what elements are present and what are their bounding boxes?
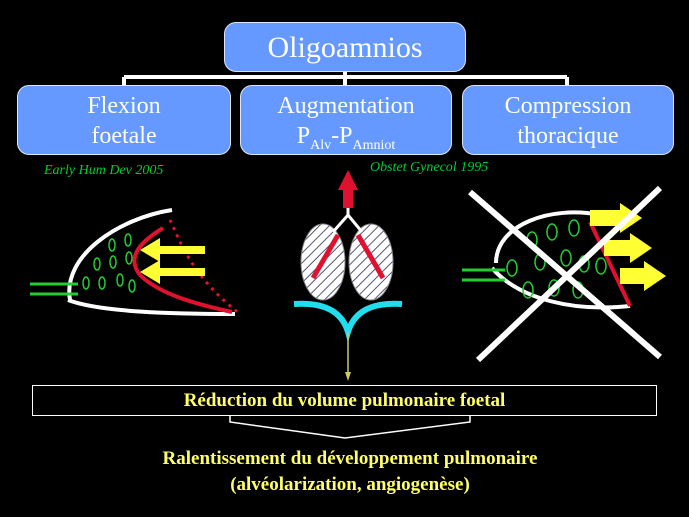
reference-left: Early Hum Dev 2005: [44, 163, 164, 178]
reference-center: Obstet Gynecol 1995: [370, 160, 489, 175]
cause-box-pressure: Augmentation PAlv-PAmniot: [240, 85, 452, 155]
p-alv-sub: Alv: [310, 137, 332, 153]
p-amniot: P: [339, 123, 353, 149]
lungs-diagram: [293, 170, 403, 381]
result-text: Réduction du volume pulmonaire foetal: [183, 390, 506, 411]
cause-compression-line1: Compression: [504, 93, 632, 119]
cause-compression-line2: thoracique: [517, 123, 619, 149]
title: Oligoamnios: [267, 31, 423, 64]
cause-flexion-line2: foetale: [91, 123, 157, 149]
compression-diagram: [462, 185, 666, 363]
p-amniot-sub: Amniot: [352, 137, 396, 153]
conclusion-line1: Ralentissement du développement pulmonai…: [162, 448, 538, 469]
pressure-dash: -: [331, 123, 340, 149]
cause-pressure-line1: Augmentation: [277, 93, 415, 119]
funnel-arrow: [229, 416, 471, 439]
conclusion: Ralentissement du développement pulmonai…: [60, 446, 640, 498]
conclusion-line2: (alvéolarization, angiogenèse): [230, 474, 470, 495]
fetal-flexion-diagram: [30, 208, 241, 316]
cause-flexion-line1: Flexion: [87, 93, 161, 119]
result-box: Réduction du volume pulmonaire foetal: [32, 385, 657, 416]
cause-pressure-line2: PAlv-PAmniot: [241, 121, 451, 161]
cause-box-flexion: Flexion foetale: [17, 85, 231, 155]
cause-box-compression: Compression thoracique: [462, 85, 674, 155]
oligoamnios-box: Oligoamnios: [224, 22, 466, 72]
p-alv: P: [296, 123, 311, 149]
tree-connectors: [122, 72, 569, 85]
